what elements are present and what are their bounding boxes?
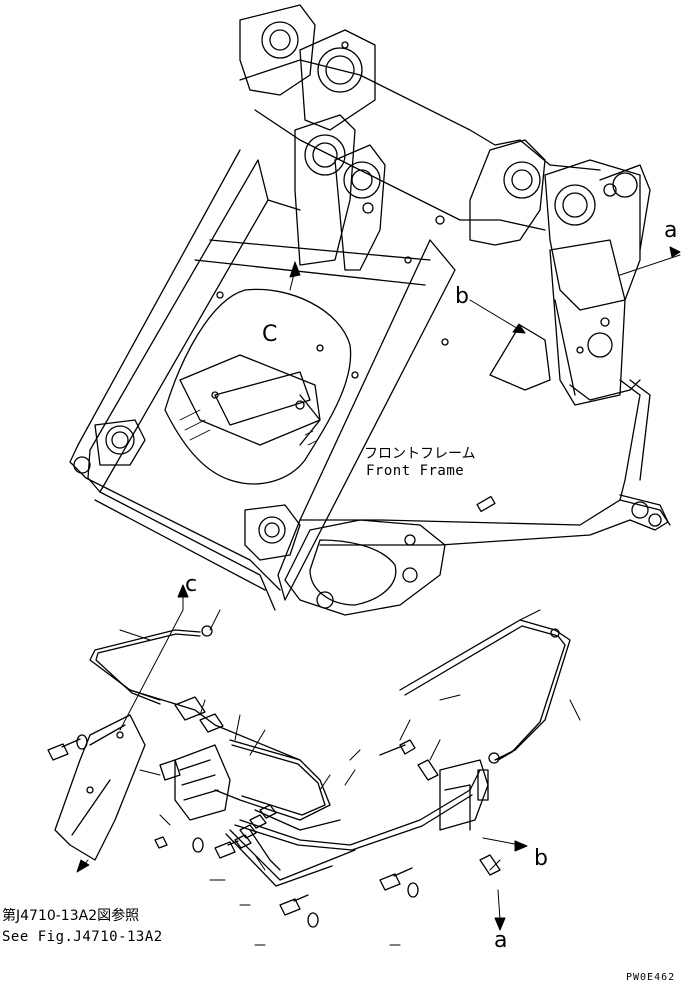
brake-tube-lines: [48, 620, 570, 927]
callout-a-lower: a: [494, 928, 508, 953]
front-frame-label-ja: フロントフレーム: [364, 446, 476, 462]
front-frame: [70, 5, 670, 615]
hatch-marks: [180, 410, 316, 445]
callout-b-lower: b: [534, 846, 548, 871]
front-frame-label-en: Front Frame: [366, 463, 465, 479]
callout-c-frame: C: [262, 322, 278, 347]
callout-b-upper: b: [455, 284, 469, 309]
reference-label-en: See Fig.J4710-13A2: [2, 929, 163, 945]
leader-lines: [77, 247, 680, 945]
reference-label-ja: 第J4710-13A2図参照: [2, 908, 140, 924]
drawing-code: PW0E462: [626, 972, 676, 983]
callout-c-lower: c: [185, 572, 198, 597]
callout-a-upper: a: [664, 218, 678, 243]
